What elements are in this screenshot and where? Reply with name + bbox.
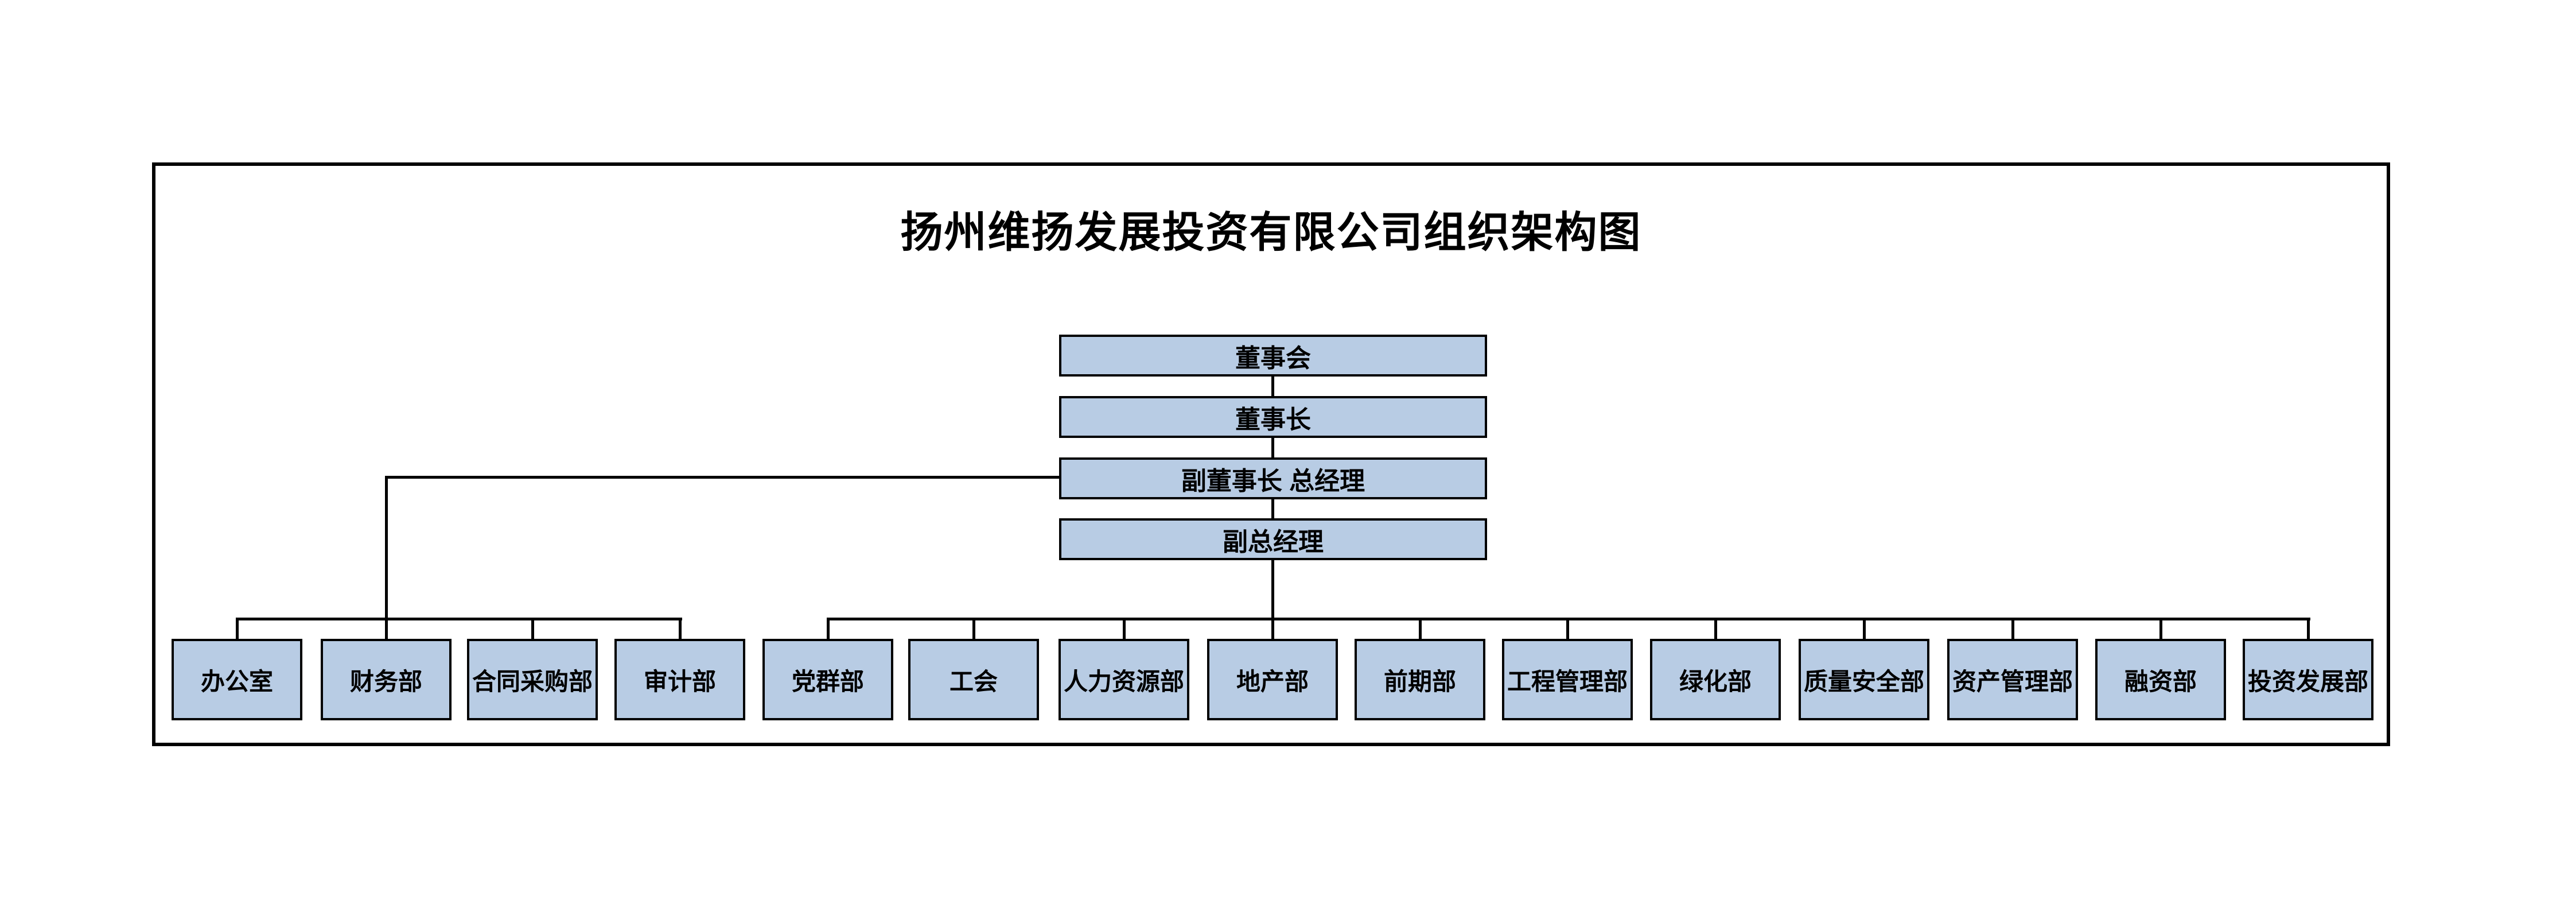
node-party-masses-dept: 党群部: [762, 639, 893, 720]
connector-left-branch-horizontal: [385, 476, 1060, 479]
node-chairman: 董事长: [1059, 396, 1487, 438]
drop-hr: [1123, 618, 1126, 640]
node-deputy-general-manager: 副总经理: [1059, 518, 1487, 560]
drop-office: [236, 618, 239, 640]
connector-board-to-chairman: [1271, 375, 1274, 398]
drop-contract-procurement: [531, 618, 534, 640]
node-greening-dept: 绿化部: [1650, 639, 1781, 720]
node-hr-dept: 人力资源部: [1059, 639, 1189, 720]
drop-labor-union: [972, 618, 975, 640]
drop-quality-safety: [1863, 618, 1866, 640]
drop-asset-management: [2011, 618, 2014, 640]
drop-engineering-management: [1566, 618, 1569, 640]
node-office: 办公室: [172, 639, 302, 720]
node-contract-procurement-dept: 合同采购部: [467, 639, 598, 720]
connector-vice-chairman-to-deputy-gm: [1271, 498, 1274, 521]
drop-investment-development: [2307, 618, 2310, 640]
connector-deputy-gm-to-right-bus: [1271, 558, 1274, 640]
chart-title: 扬州维扬发展投资有限公司组织架构图: [900, 209, 1642, 257]
drop-party-masses: [827, 618, 830, 640]
node-labor-union: 工会: [908, 639, 1039, 720]
drop-greening: [1714, 618, 1717, 640]
node-preliminary-dept: 前期部: [1355, 639, 1485, 720]
node-real-estate-dept: 地产部: [1207, 639, 1338, 720]
node-financing-dept: 融资部: [2095, 639, 2226, 720]
node-audit-dept: 审计部: [614, 639, 745, 720]
connector-chairman-to-vice-chairman: [1271, 436, 1274, 460]
node-board-of-directors: 董事会: [1059, 335, 1487, 377]
drop-financing: [2159, 618, 2162, 640]
node-finance-dept: 财务部: [321, 639, 452, 720]
drop-audit: [679, 618, 682, 640]
node-asset-management-dept: 资产管理部: [1947, 639, 2078, 720]
node-investment-development-dept: 投资发展部: [2243, 639, 2373, 720]
drop-preliminary: [1419, 618, 1422, 640]
node-engineering-management-dept: 工程管理部: [1502, 639, 1633, 720]
bus-left-group: [236, 618, 682, 620]
node-vice-chairman-general-manager: 副董事长 总经理: [1059, 457, 1487, 499]
connector-left-branch-vertical: [385, 476, 388, 640]
node-quality-safety-dept: 质量安全部: [1799, 639, 1929, 720]
